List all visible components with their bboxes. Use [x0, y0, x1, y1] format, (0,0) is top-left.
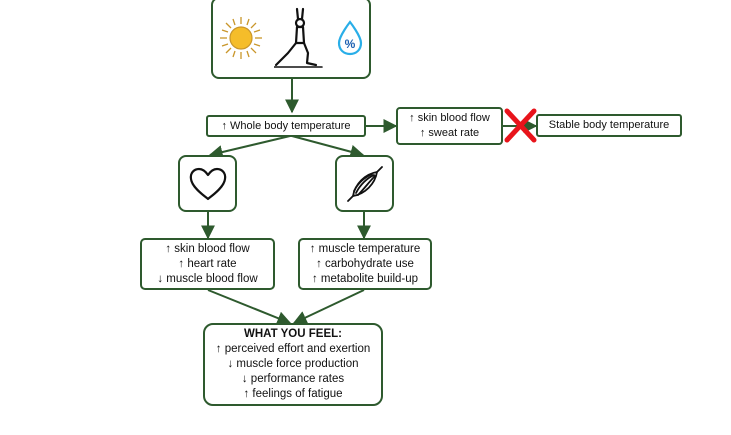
what-you-feel-heading: WHAT YOU FEEL:: [244, 328, 342, 340]
skin-sweat-line: ↑ sweat rate: [419, 127, 480, 139]
skin-sweat-line: ↑ skin blood flow: [409, 112, 490, 124]
muscle-icon-box: [335, 155, 394, 212]
arrow-cardio-to-feel: [207, 289, 292, 325]
what-you-feel-box: WHAT YOU FEEL: ↑ perceived effort and ex…: [203, 323, 383, 406]
muscle-icon: [345, 164, 385, 204]
yoga-pose-icon: [274, 7, 326, 69]
heart-icon-box: [178, 155, 237, 212]
stable-body-temperature-text: Stable body temperature: [548, 119, 670, 131]
humidity-drop-icon: %: [336, 20, 364, 56]
feel-line: ↑ feelings of fatigue: [243, 388, 343, 400]
feel-line: ↓ muscle force production: [227, 358, 359, 370]
arrow-muscle-to-feel: [292, 289, 365, 324]
sun-icon: [218, 15, 264, 61]
cardio-effects-box: ↑ skin blood flow ↑ heart rate ↓ muscle …: [140, 238, 275, 290]
feel-line: ↓ performance rates: [241, 373, 345, 385]
muscle-effect-line: ↑ carbohydrate use: [316, 257, 414, 270]
svg-text:%: %: [345, 37, 356, 51]
cardio-effect-line: ↑ heart rate: [178, 257, 237, 270]
arrow-whole-to-muscle: [291, 135, 365, 159]
red-cross-icon: [504, 108, 537, 143]
muscle-effects-box: ↑ muscle temperature ↑ carbohydrate use …: [298, 238, 432, 290]
skin-sweat-box: ↑ skin blood flow ↑ sweat rate: [396, 107, 503, 145]
cardio-effect-line: ↓ muscle blood flow: [157, 272, 258, 285]
heart-icon: [188, 166, 228, 202]
whole-body-temperature-text: ↑ Whole body temperature: [221, 119, 351, 132]
feel-line: ↑ perceived effort and exertion: [215, 343, 371, 355]
conditions-icon-box: %: [211, 0, 371, 79]
muscle-effect-line: ↑ muscle temperature: [309, 242, 421, 255]
whole-body-temperature-box: ↑ Whole body temperature: [206, 115, 366, 137]
arrow-whole-to-heart: [208, 135, 291, 159]
stable-body-temperature-box: Stable body temperature: [536, 114, 682, 137]
muscle-effect-line: ↑ metabolite build-up: [311, 272, 419, 285]
cardio-effect-line: ↑ skin blood flow: [165, 242, 250, 255]
